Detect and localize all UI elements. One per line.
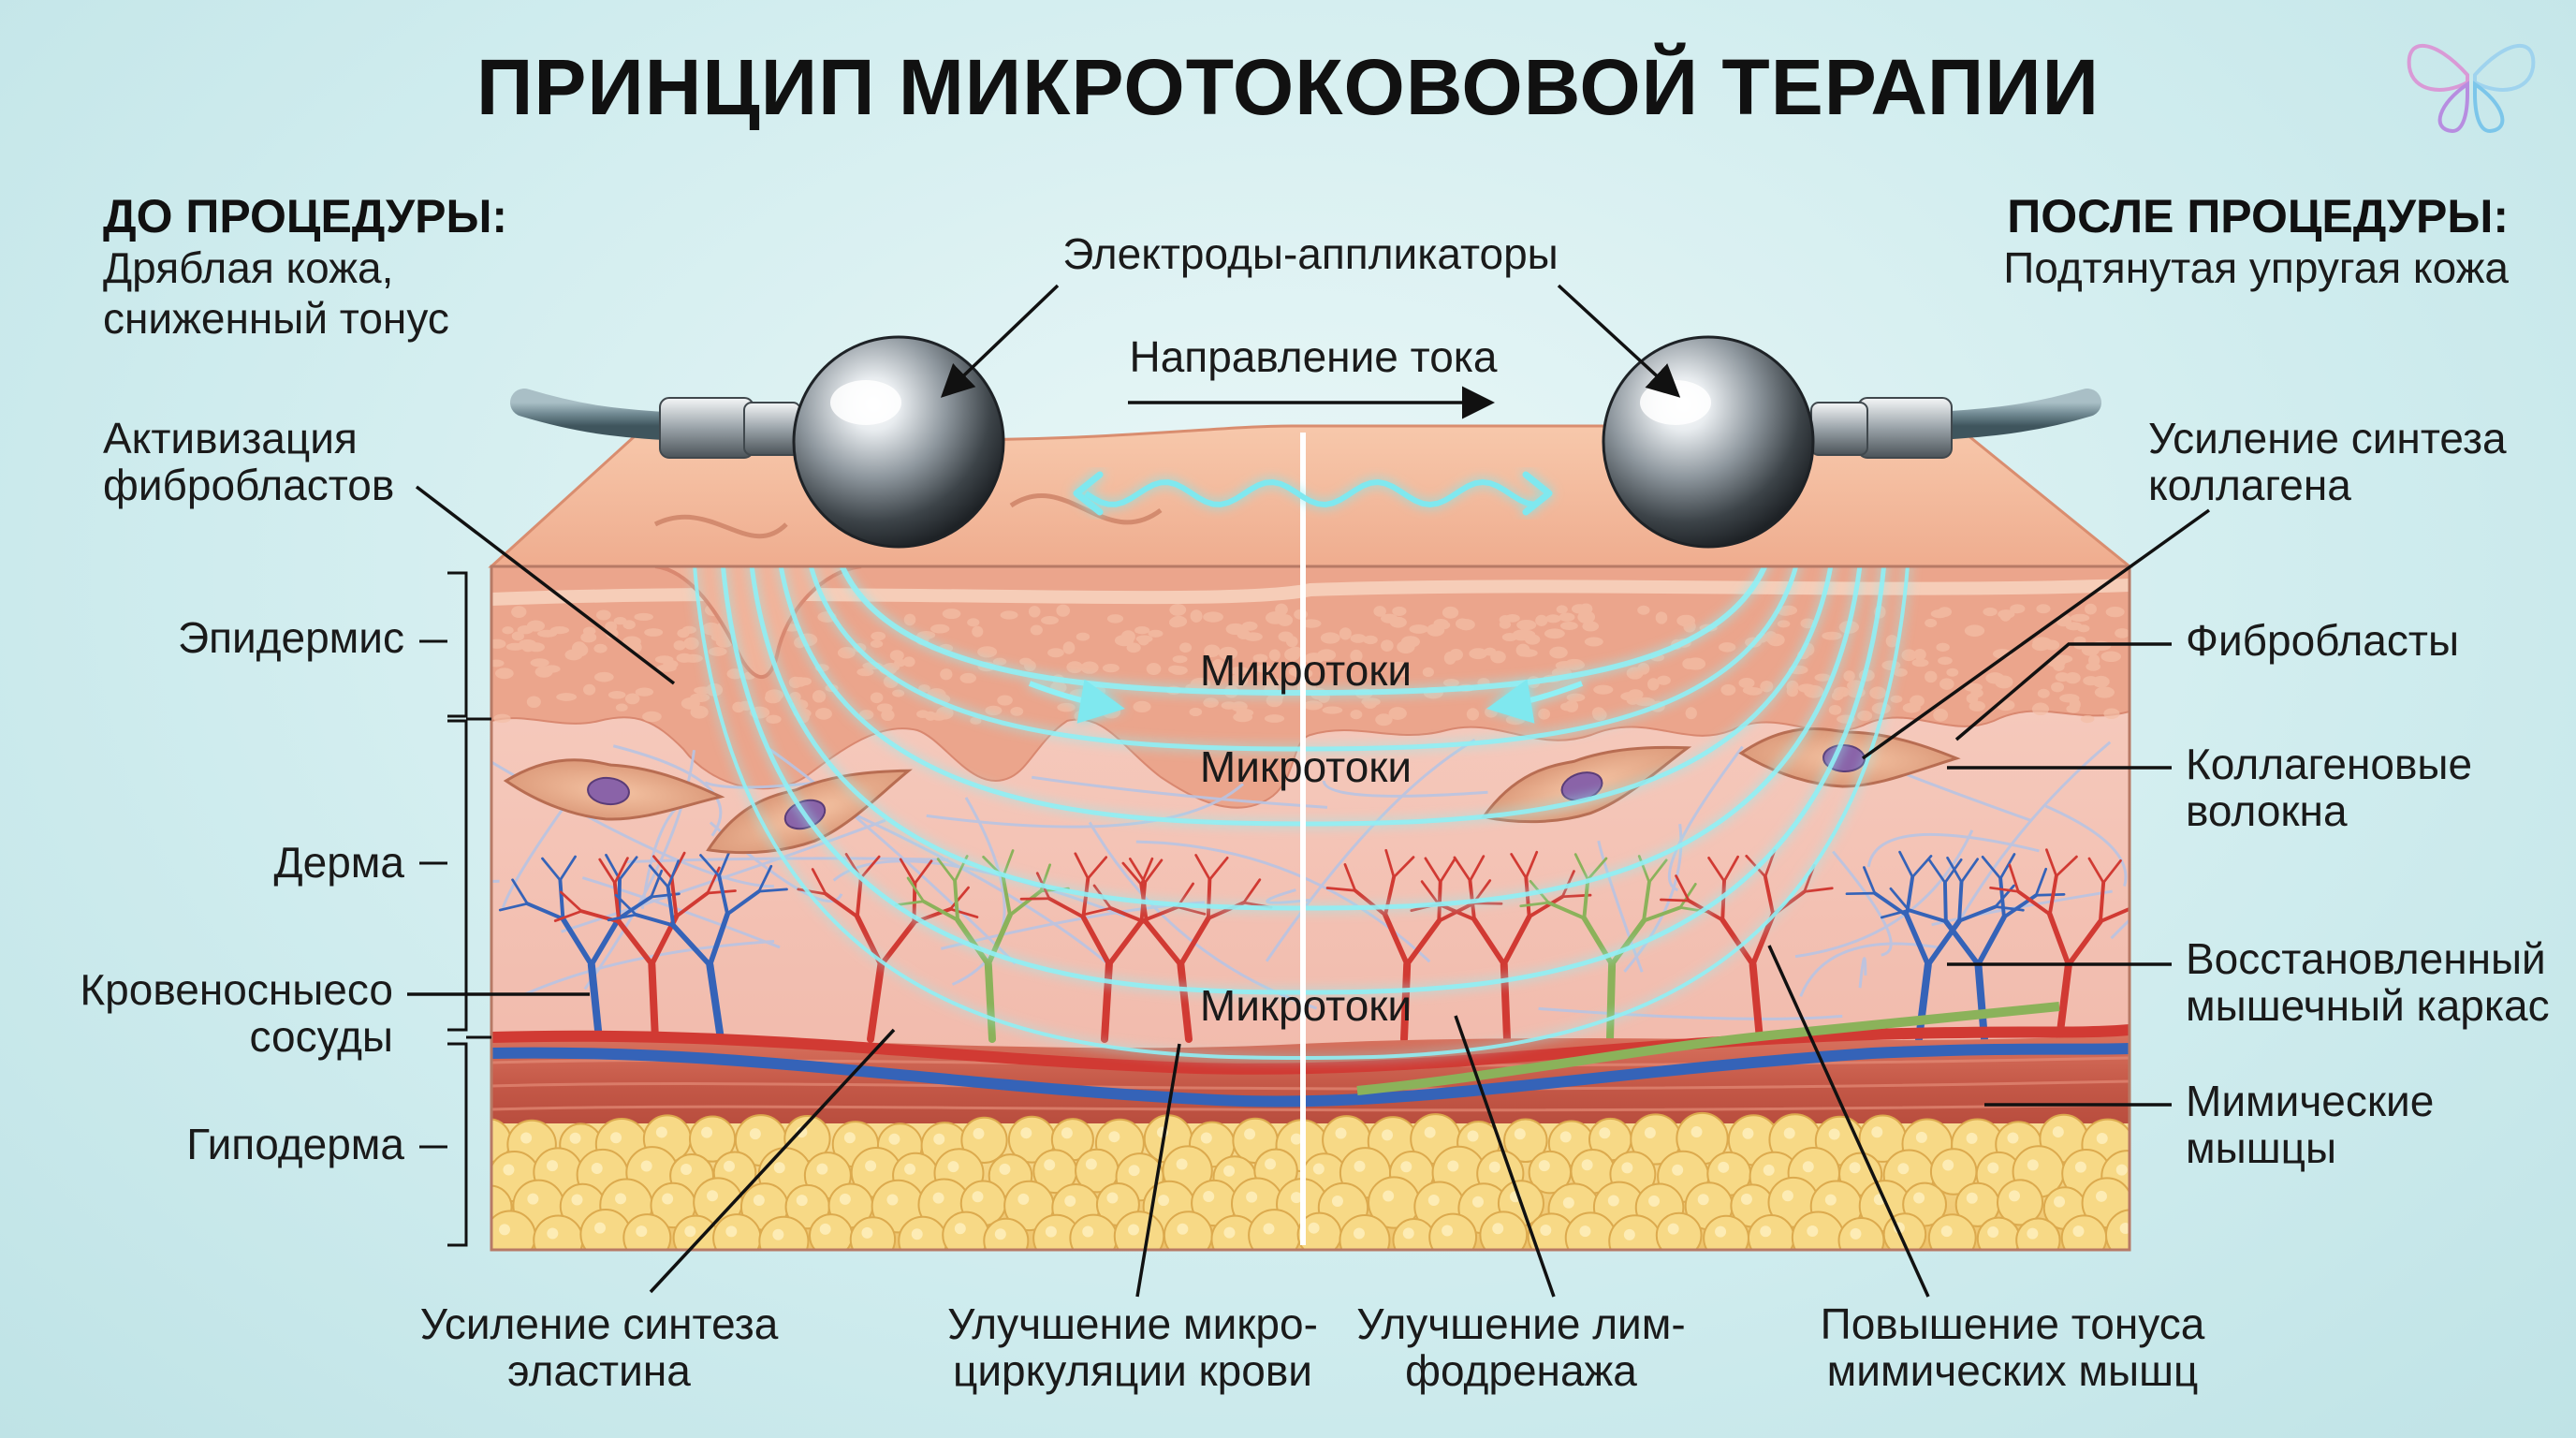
microcurrent-label-3: Микротоки [1200,981,1412,1030]
muscle-layer [491,1034,2130,1137]
after-heading: ПОСЛЕ ПРОЦЕДУРЫ: [2007,190,2509,242]
skin-block [488,424,2133,1252]
collagen-synthesis-label-2: коллагена [2148,461,2351,509]
current-wave-arrow [1073,471,1553,516]
muscle-frame-label-1: Восстановленный [2186,934,2546,983]
after-line1: Подтянутая упругая кожа [2003,243,2509,292]
electrodes-label: Электроды-аппликаторы [1062,229,1558,278]
dermis-label: Дерма [273,838,404,887]
muscle-frame-label-2: мышечный каркас [2186,981,2550,1030]
fibroblasts-label: Фибробласты [2186,616,2459,665]
muscle-tone-label-1: Повышение тонуса [1821,1299,2205,1348]
lymph-label-2: фодренажа [1405,1346,1637,1395]
collagen-fibers-label-1: Коллагеновые [2186,740,2472,788]
collagen-fibers-label-2: волокна [2186,786,2348,835]
microcirculation-label-1: Улучшение микро- [947,1299,1318,1348]
elastin-label-1: Усиление синтеза [420,1299,779,1348]
lymph-label-1: Улучшение лим- [1356,1299,1685,1348]
mimic-muscles-label-2: мышцы [2186,1123,2336,1172]
before-heading: ДО ПРОЦЕДУРЫ: [103,190,507,242]
collagen-synthesis-label-1: Усиление синтеза [2148,414,2507,462]
before-line1: Дряблая кожа, [103,243,393,292]
butterfly-logo-icon [2407,43,2536,134]
elastin-label-2: эластина [507,1346,691,1395]
before-line2: сниженный тонус [103,294,449,343]
hypodermis-label: Гиподерма [186,1120,404,1168]
vessels-label-2: сосуды [250,1012,393,1061]
muscle-tone-label-2: мимических мышц [1827,1346,2199,1395]
microcurrent-label-1: Микротоки [1200,646,1412,695]
page-title: ПРИНЦИП МИКРОТОКОВОВОЙ ТЕРАПИИ [476,43,2100,131]
fibroblast-activation-label-1: Активизация [103,414,358,462]
mimic-muscles-label-1: Мимические [2186,1077,2434,1125]
direction-label: Направление тока [1130,332,1498,381]
microcirculation-label-2: циркуляции крови [953,1346,1312,1395]
epidermis-label: Эпидермис [178,613,404,662]
microcurrent-label-2: Микротоки [1200,742,1412,791]
fibroblast-activation-label-2: фибробластов [103,461,394,509]
vessels-label-1: Кровеносныесо [80,965,393,1014]
electrode-ball-icon [1602,335,1815,549]
